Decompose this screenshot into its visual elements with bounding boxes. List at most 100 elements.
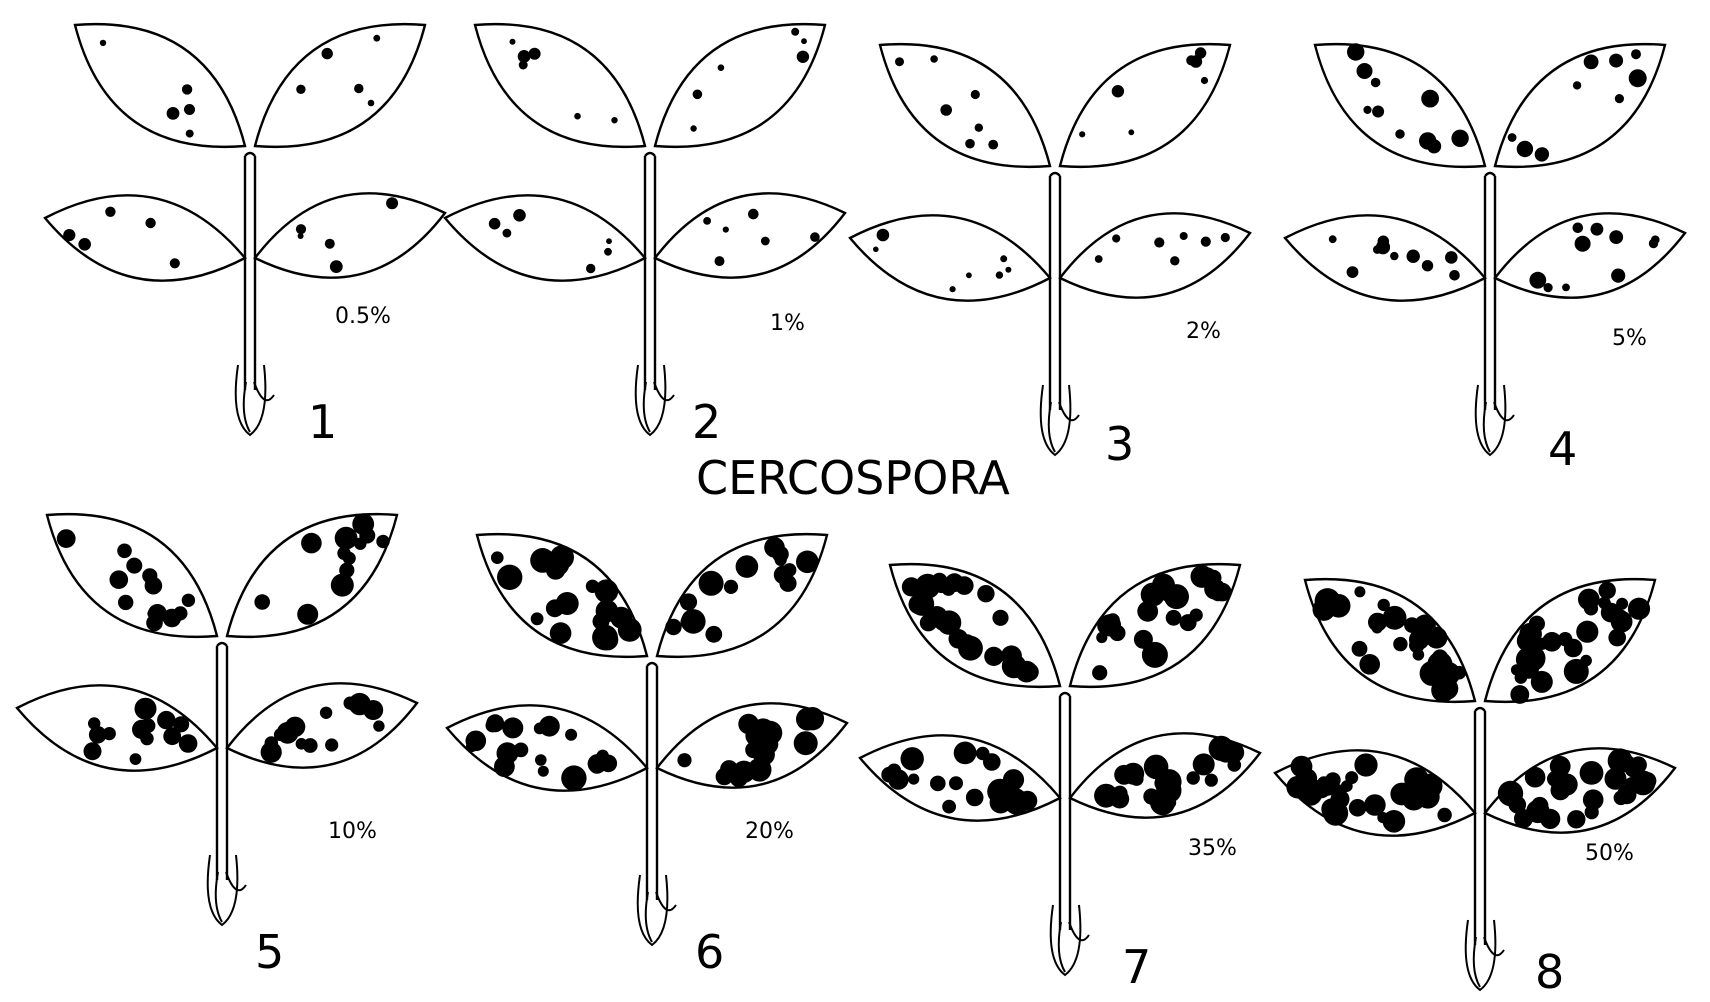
lesion-spot [529, 48, 541, 60]
lesion-spot [1364, 794, 1386, 816]
lesion-spot [597, 629, 618, 650]
lesion-spot [1608, 748, 1633, 773]
lesion-spot [611, 117, 617, 123]
lesion-spot [486, 714, 504, 732]
lesion-spot [1002, 654, 1026, 678]
lesion-spot [949, 776, 963, 790]
lesion-spot [794, 731, 818, 755]
lesion-spot [1416, 785, 1440, 809]
lesion-spot [930, 776, 946, 792]
lesion-spot [1452, 666, 1466, 680]
lesion-spot [100, 40, 106, 46]
lesion-spot [942, 800, 956, 814]
lesion-spot [376, 535, 389, 548]
lesion-spot [1170, 256, 1179, 265]
lesion-spot [1516, 647, 1540, 671]
lesion-spot [514, 743, 529, 758]
lesion-spot [1591, 223, 1604, 236]
lesion-spot [950, 286, 956, 292]
lesion-spot [1421, 90, 1439, 108]
lesion-spot [1201, 77, 1208, 84]
lesion-spot [1449, 270, 1460, 281]
lesion-spot [992, 610, 1008, 626]
lesion-spot [1631, 49, 1641, 59]
lesion-spot [690, 125, 696, 131]
lesion-spot [1372, 106, 1384, 118]
lesion-spot [296, 224, 306, 234]
lesion-spot [971, 90, 980, 99]
lesion-spot [325, 239, 335, 249]
lesion-spot [145, 577, 163, 595]
lesion-spot [1383, 810, 1406, 833]
lesion-spot [901, 747, 924, 770]
lesion-spot [1617, 785, 1636, 804]
lesion-spot [610, 607, 632, 629]
lesion-spot [373, 35, 380, 42]
lesion-spot [1180, 614, 1197, 631]
leaflet [1060, 44, 1230, 167]
lesion-spot [1427, 652, 1452, 677]
lesion-spot [339, 563, 354, 578]
lesion-spot [1363, 106, 1371, 114]
lesion-spot [1584, 601, 1598, 615]
lesion-spot [975, 124, 983, 132]
lesion-spot [908, 774, 919, 785]
lesion-spot [1544, 283, 1553, 292]
lesion-spot [335, 527, 358, 550]
lesion-spot [173, 606, 187, 620]
leaflet [880, 44, 1050, 167]
leaflet [45, 195, 245, 280]
lesion-spot [1576, 621, 1598, 643]
lesion-spot [179, 734, 198, 753]
lesion-spot [718, 64, 725, 71]
lesion-spot [331, 574, 354, 597]
grade-number: 2 [692, 395, 721, 449]
lesion-spot [915, 574, 940, 599]
lesion-spot [965, 139, 975, 149]
lesion-spot [1291, 756, 1313, 778]
lesion-spot [748, 209, 759, 220]
lesion-spot [1099, 614, 1121, 636]
severity-label: 50% [1585, 841, 1634, 866]
lesion-spot [1372, 622, 1383, 633]
lesion-spot [783, 563, 797, 577]
lesion-spot [724, 580, 738, 594]
severity-label: 35% [1188, 836, 1237, 861]
lesion-spot [593, 613, 610, 630]
lesion-spot [1395, 129, 1404, 138]
stem-top [1060, 693, 1070, 696]
lesion-spot [1357, 63, 1373, 79]
lesion-spot [1313, 598, 1336, 621]
lesion-spot [550, 622, 572, 644]
lesion-spot [753, 744, 775, 766]
lesion-spot [135, 698, 157, 720]
lesion-spot [157, 711, 175, 729]
lesion-spot [752, 718, 775, 741]
lesion-spot [1526, 800, 1549, 823]
lesion-spot [586, 264, 595, 273]
lesion-spot [1221, 233, 1230, 242]
lesion-spot [330, 260, 343, 273]
leaflet [655, 24, 825, 147]
lesion-spot [1128, 129, 1134, 135]
severity-diagram-3: 2%3 [850, 44, 1250, 471]
lesion-spot [320, 707, 332, 719]
grade-number: 1 [308, 395, 337, 449]
lesion-spot [1558, 632, 1572, 646]
lesion-spot [881, 767, 897, 783]
lesion-spot [1205, 774, 1218, 787]
lesion-spot [186, 130, 194, 138]
stem-top [1475, 708, 1485, 711]
stem [1050, 176, 1060, 410]
lesion-spot [1508, 133, 1517, 142]
lesion-spot [57, 529, 76, 548]
lesion-spot [1517, 141, 1533, 157]
lesion-spot [966, 272, 972, 278]
lesion-spot [491, 551, 504, 564]
lesion-spot [1354, 753, 1377, 776]
lesion-spot [1206, 570, 1222, 586]
lesion-spot [1159, 771, 1173, 785]
lesion-spot [600, 755, 618, 773]
stem-top [1485, 173, 1495, 176]
